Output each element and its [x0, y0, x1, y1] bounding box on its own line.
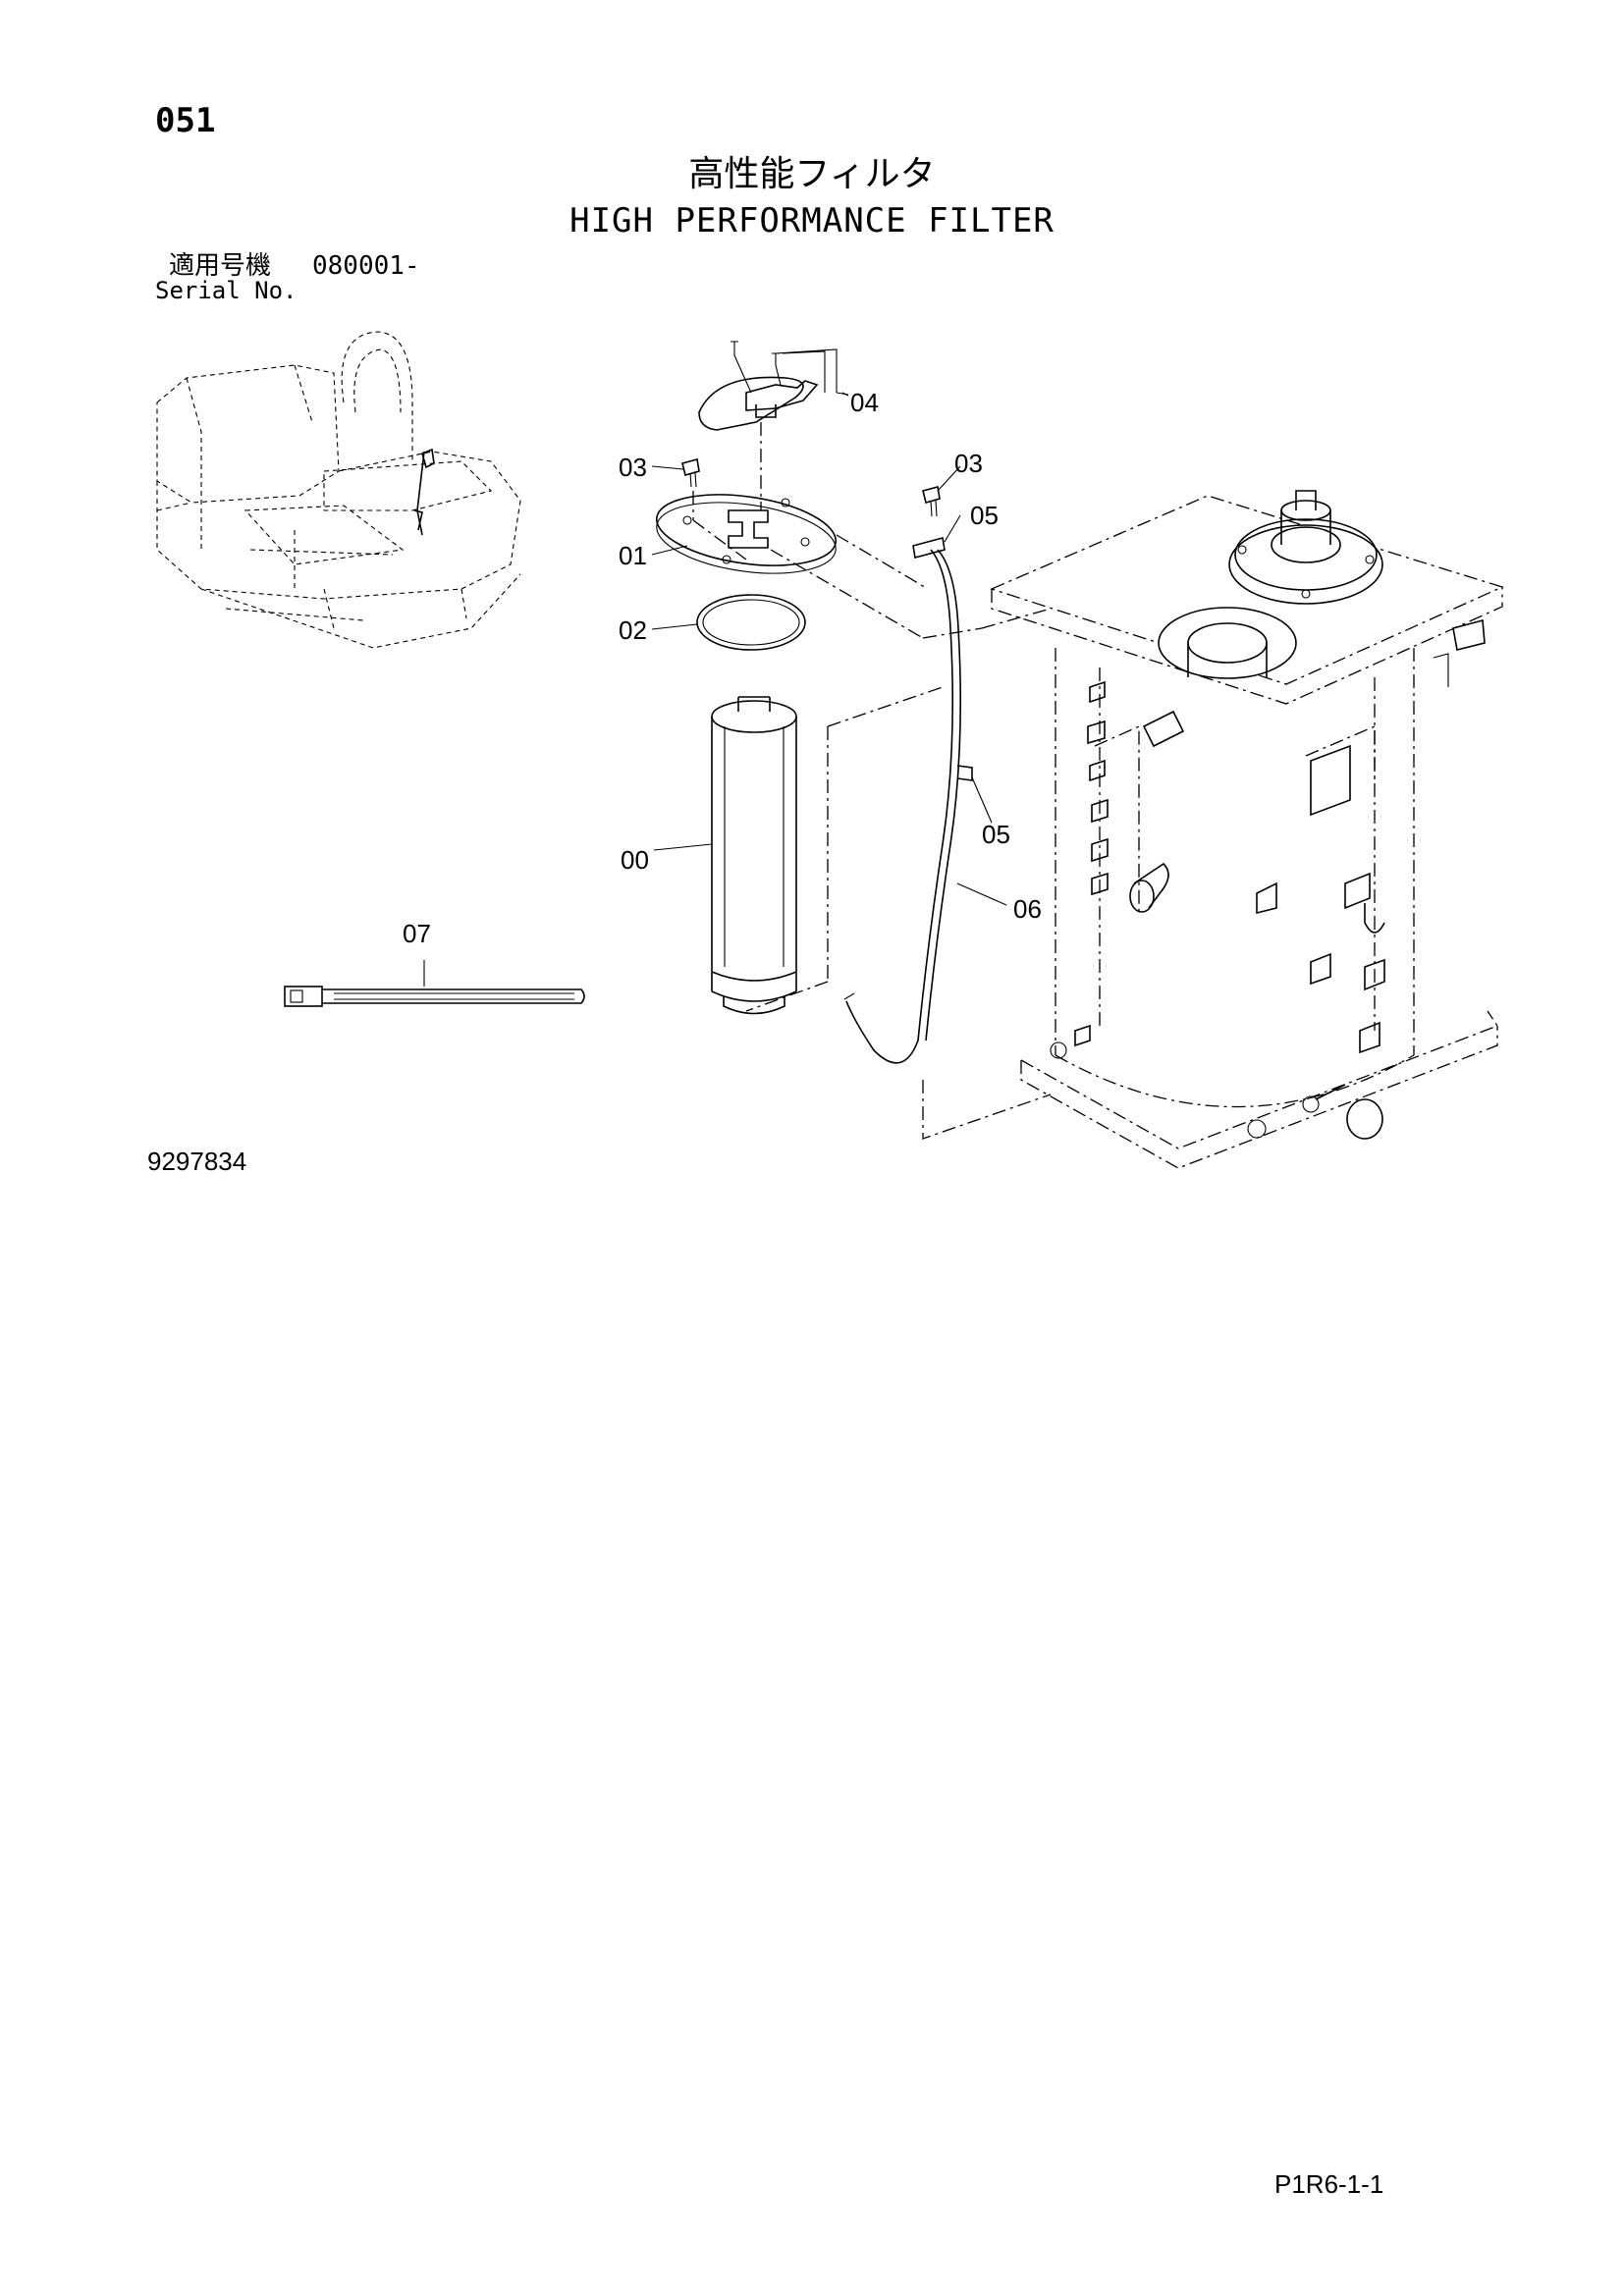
- page-title-english: HIGH PERFORMANCE FILTER: [569, 201, 1055, 240]
- callout-05-bottom: 05: [982, 820, 1010, 849]
- callout-01: 01: [619, 541, 647, 570]
- callout-00: 00: [621, 845, 649, 875]
- hydraulic-tank: [990, 490, 1504, 1169]
- part-04-sensor-assembly: [698, 341, 849, 510]
- assembly-guide-lines: [692, 519, 1052, 1140]
- page-reference: P1R6-1-1: [1274, 2169, 1384, 2199]
- callout-03-left: 03: [619, 453, 647, 482]
- callout-05-top: 05: [970, 501, 999, 530]
- part-07-cable-tie: [284, 986, 585, 1007]
- part-01-cover-plate: [655, 494, 838, 574]
- part-06-harness: [843, 537, 973, 1064]
- serial-label-english: Serial No.: [155, 277, 298, 304]
- page-title-japanese: 高性能フィルタ: [688, 154, 936, 194]
- part-00-filter-element: [711, 696, 797, 1015]
- callout-07: 07: [403, 919, 431, 948]
- page-number: 051: [155, 101, 216, 140]
- callout-04: 04: [850, 388, 879, 417]
- serial-label-japanese: 適用号機: [169, 251, 272, 281]
- drawing-number: 9297834: [147, 1147, 247, 1176]
- callout-03-right: 03: [954, 449, 983, 478]
- callout-02: 02: [619, 615, 647, 645]
- part-02-o-ring: [696, 594, 806, 651]
- machine-locator-view: [156, 331, 521, 649]
- callout-06: 06: [1013, 894, 1042, 924]
- leader-lines: [423, 392, 1007, 987]
- serial-range: 080001-: [312, 251, 420, 281]
- part-03-bolts: [681, 458, 941, 520]
